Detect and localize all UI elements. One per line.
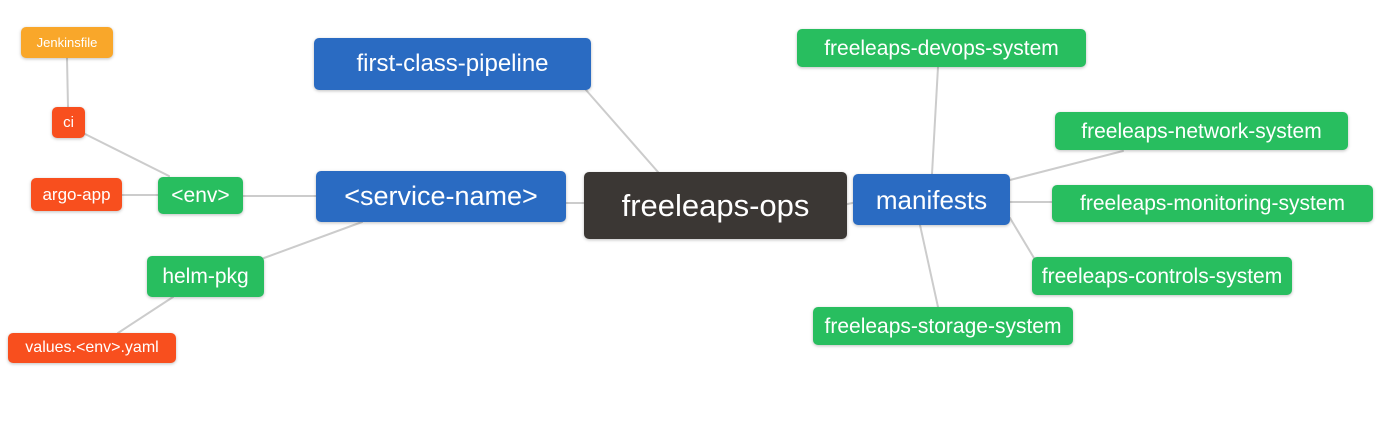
- node-label: freeleaps-network-system: [1081, 119, 1322, 143]
- node-ci[interactable]: ci: [52, 107, 85, 138]
- node-label: freeleaps-monitoring-system: [1080, 192, 1345, 215]
- node-label: helm-pkg: [162, 265, 249, 288]
- node-helm-pkg[interactable]: helm-pkg: [147, 256, 264, 297]
- edge-manifests-freeleaps-devops-system: [931, 66, 939, 175]
- node-service-name[interactable]: <service-name>: [316, 171, 566, 222]
- edge-first-class-pipeline-freeleaps-ops: [585, 89, 659, 173]
- edge-manifests-freeleaps-storage-system: [919, 224, 939, 308]
- node-jenkinsfile[interactable]: Jenkinsfile: [21, 27, 113, 58]
- node-label: freeleaps-devops-system: [824, 36, 1059, 60]
- node-label: values.<env>.yaml: [25, 339, 159, 356]
- node-label: ci: [63, 114, 74, 131]
- node-label: manifests: [875, 184, 988, 215]
- node-freeleaps-monitoring-system[interactable]: freeleaps-monitoring-system: [1052, 185, 1373, 222]
- node-label: first-class-pipeline: [356, 50, 549, 77]
- edge-manifests-freeleaps-network-system: [1009, 150, 1124, 181]
- node-first-class-pipeline[interactable]: first-class-pipeline: [314, 38, 591, 90]
- edge-service-name-helm-pkg: [263, 221, 363, 259]
- node-freeleaps-storage-system[interactable]: freeleaps-storage-system: [813, 307, 1073, 345]
- node-label: argo-app: [42, 185, 111, 204]
- node-values-env-yaml[interactable]: values.<env>.yaml: [8, 333, 176, 363]
- edge-manifests-freeleaps-controls-system: [1009, 217, 1035, 259]
- node-label: Jenkinsfile: [36, 35, 98, 50]
- node-label: <service-name>: [344, 181, 538, 211]
- node-freeleaps-network-system[interactable]: freeleaps-network-system: [1055, 112, 1348, 150]
- node-label: <env>: [171, 184, 230, 207]
- node-freeleaps-ops[interactable]: freeleaps-ops: [584, 172, 847, 239]
- node-env[interactable]: <env>: [158, 177, 243, 214]
- node-label: freeleaps-controls-system: [1041, 264, 1283, 288]
- node-label: freeleaps-storage-system: [824, 314, 1062, 338]
- node-freeleaps-devops-system[interactable]: freeleaps-devops-system: [797, 29, 1086, 67]
- node-label: freeleaps-ops: [621, 188, 810, 223]
- edge-ci-env: [84, 133, 170, 177]
- edge-jenkinsfile-ci: [66, 57, 69, 108]
- node-freeleaps-controls-system[interactable]: freeleaps-controls-system: [1032, 257, 1292, 295]
- node-manifests[interactable]: manifests: [853, 174, 1010, 225]
- edge-helm-pkg-values-env-yaml: [117, 296, 174, 334]
- node-argo-app[interactable]: argo-app: [31, 178, 122, 211]
